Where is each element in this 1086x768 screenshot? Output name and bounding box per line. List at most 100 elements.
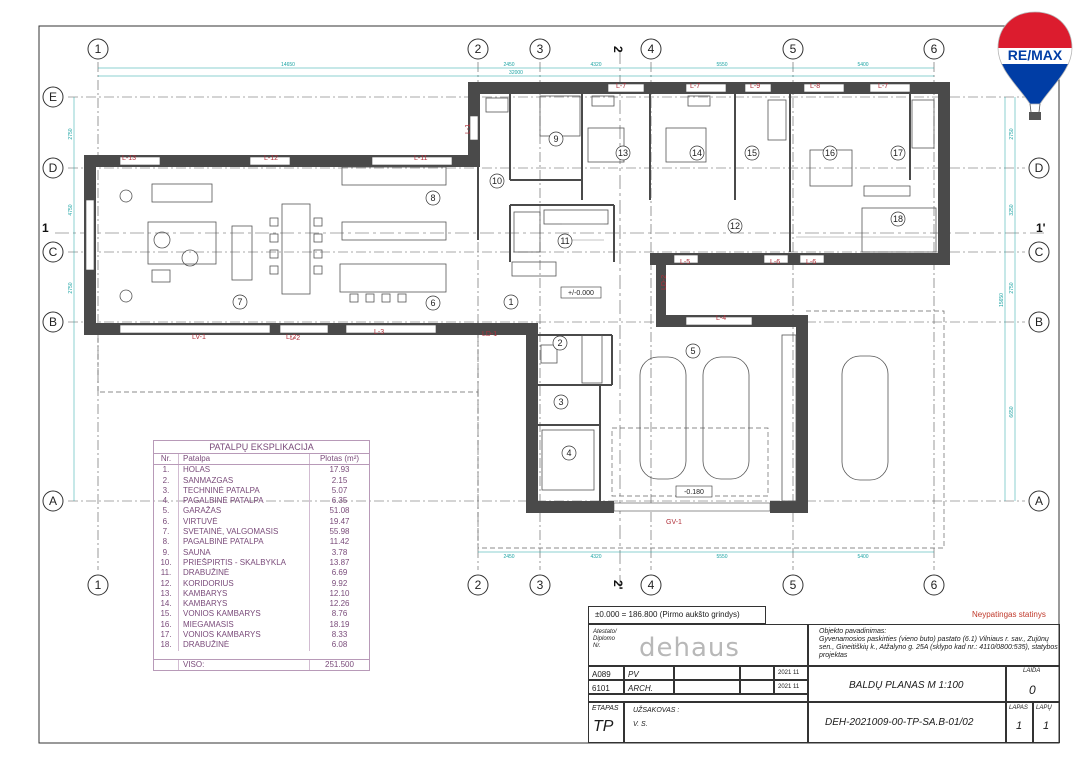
doc-code: DEH-2021009-00-TP-SA.B-01/02 <box>825 717 974 728</box>
room-11: 11 <box>560 236 569 246</box>
win-l2: L-2 <box>290 335 300 342</box>
dim-top-3: 4320 <box>590 62 601 68</box>
axis-top-6: 6 <box>931 42 938 56</box>
explication-name: VONIOS KAMBARYS <box>179 609 310 620</box>
win-l1: L-1 <box>465 124 472 134</box>
axis-top-5: 5 <box>790 42 797 56</box>
room-18: 18 <box>893 214 903 224</box>
axis-top-1: 1 <box>95 42 102 56</box>
dim-right-4: 6650 <box>1009 406 1015 417</box>
explication-area: 5.07 <box>331 485 348 495</box>
room-3: 3 <box>558 397 563 407</box>
dim-left-2: 4750 <box>68 204 74 215</box>
win-l7b: L-7 <box>690 83 700 90</box>
section-marks: 2 2' 1 1' <box>42 46 1046 590</box>
axis-bottom-1: 1 <box>95 578 102 592</box>
explication-nr: 15. <box>154 609 179 620</box>
win-l6a: L-6 <box>770 259 780 266</box>
explication-nr: 9. <box>154 547 179 558</box>
explication-header-row: Nr. Patalpa Plotas (m²) <box>154 454 369 466</box>
win-l6b: L-6 <box>806 259 816 266</box>
room-15: 15 <box>747 148 757 158</box>
explication-area: 8.33 <box>331 630 348 640</box>
door-ld2: LD-2 <box>661 275 668 290</box>
explication-area: 6.69 <box>331 568 348 578</box>
axis-top-2: 2 <box>475 42 482 56</box>
row1-role: PV <box>624 666 674 680</box>
win-l4: L-4 <box>716 315 726 322</box>
author-label: Atestato/ Diplomo Nr. <box>593 629 617 649</box>
explication-name: SAUNA <box>179 547 310 558</box>
terrace-outlines <box>97 310 945 549</box>
explication-name: KAMBARYS <box>179 599 310 610</box>
explication-nr: 10. <box>154 557 179 569</box>
object-text: Gyvenamosios paskirties (vieno buto) pas… <box>819 636 1058 659</box>
room-17: 17 <box>893 148 903 158</box>
explication-nr: 2. <box>154 475 179 486</box>
room-13: 13 <box>618 148 628 158</box>
explication-name: GARAŽAS <box>179 506 310 517</box>
room-5: 5 <box>690 346 695 356</box>
dim-top-4: 5550 <box>716 62 727 68</box>
object-label: Objekto pavadinimas: <box>819 628 887 635</box>
win-lv1: LV-1 <box>192 334 206 341</box>
explication-area: 8.76 <box>331 609 348 619</box>
col-nr: Nr. <box>154 454 179 465</box>
explication-name: DRABUŽINĖ <box>179 640 310 651</box>
explication-nr: 6. <box>154 516 179 528</box>
sheet-title: BALDŲ PLANAS M 1:100 <box>849 680 964 691</box>
explication-name: VONIOS KAMBARYS <box>179 630 310 641</box>
dimension-labels: 14650 2450 4320 5550 5400 32000 2450 432… <box>68 62 1015 560</box>
explication-total-row: VISO: 251.500 <box>154 658 369 670</box>
stage-cell: ETAPAS TP <box>588 702 624 743</box>
axis-left-b: B <box>49 315 57 329</box>
axis-right-a: A <box>1035 494 1043 508</box>
explication-name: KORIDORIUS <box>179 578 310 589</box>
explication-name: MIEGAMASIS <box>179 619 310 631</box>
explication-nr: 7. <box>154 527 179 538</box>
door-ld1: LD-1 <box>482 331 497 338</box>
room-explication-table: PATALPŲ EKSPLIKACIJA Nr. Patalpa Plotas … <box>153 440 370 671</box>
axis-left-c: C <box>49 245 58 259</box>
total-label: VISO: <box>179 659 310 670</box>
explication-nr: 3. <box>154 485 179 497</box>
explication-nr: 17. <box>154 630 179 641</box>
object-cell: Objekto pavadinimas: Gyvenamosios paskir… <box>808 624 1060 666</box>
section-1-left: 1 <box>42 221 49 235</box>
level-zero: +/-0.000 <box>568 290 594 297</box>
explication-area: 55.98 <box>329 527 350 537</box>
special-note: Neypatingas statinys <box>972 610 1046 619</box>
axis-bottom-6: 6 <box>931 578 938 592</box>
row1-id: A089 <box>588 666 624 680</box>
doc-code-cell: DEH-2021009-00-TP-SA.B-01/02 <box>808 702 1006 743</box>
explication-row: 17.VONIOS KAMBARYS 8.33 <box>154 630 369 641</box>
win-l5: L-5 <box>680 259 690 266</box>
level-marks: +/-0.000 -0.180 <box>560 286 713 498</box>
remax-balloon-logo: RE/MAX <box>997 11 1073 120</box>
explication-area: 12.10 <box>329 588 350 598</box>
dim-top-total: 32000 <box>509 70 523 76</box>
client-cell: UŽSAKOVAS : V. S. <box>624 702 808 743</box>
explication-name: DRABUŽINĖ <box>179 568 310 579</box>
explication-name: PRIEŠPIRTIS - SKALBYKLA <box>179 557 310 569</box>
dim-bottom-1: 2450 <box>503 554 514 560</box>
explication-nr: 16. <box>154 619 179 631</box>
room-9: 9 <box>553 134 558 144</box>
brand-logo: dehaus <box>639 633 740 663</box>
axis-top-4: 4 <box>648 42 655 56</box>
win-l8: L-8 <box>810 83 820 90</box>
explication-nr: 12. <box>154 578 179 589</box>
explication-name: HOLAS <box>179 465 310 476</box>
sheet-no-cell: LAPAS 1 <box>1006 702 1033 743</box>
explication-nr: 18. <box>154 640 179 651</box>
explication-nr: 8. <box>154 537 179 548</box>
win-l7c: L-7 <box>878 83 888 90</box>
axis-top-3: 3 <box>537 42 544 56</box>
explication-area: 13.87 <box>329 557 350 567</box>
explication-name: VIRTUVĖ <box>179 516 310 528</box>
